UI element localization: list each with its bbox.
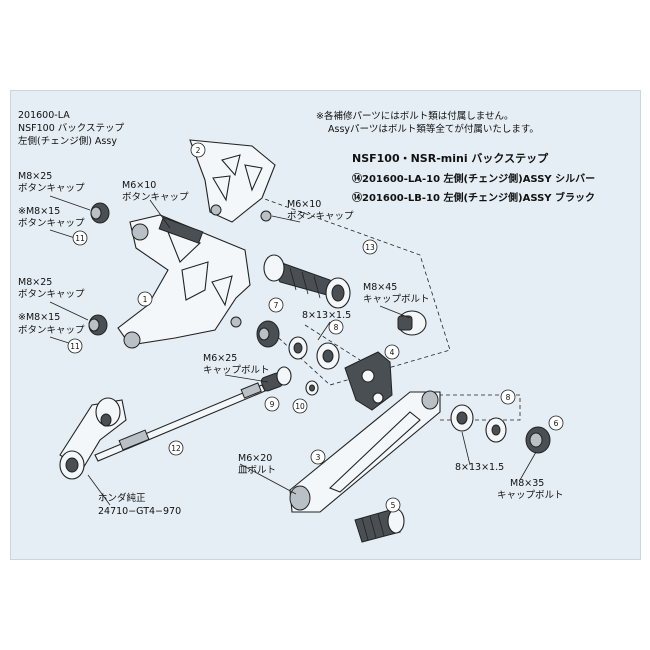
- label-m6x10-b: M6×10: [287, 199, 321, 210]
- label-m8x15-bot: ※M8×15: [18, 312, 60, 323]
- button-cap-bolt-top: [90, 202, 110, 224]
- shift-pedal-part: [289, 390, 441, 513]
- assembly-dash-pivot: [304, 324, 361, 361]
- label-m6x10-a: M6×10: [122, 180, 156, 191]
- label-m8x15-bot-type: ボタンキャップ: [18, 325, 85, 336]
- label-m8x25-top-type: ボタンキャップ: [18, 183, 85, 194]
- callout-5: 5: [391, 501, 396, 510]
- washer-10: [305, 380, 319, 396]
- label-m8x15-top-type: ボタンキャップ: [18, 218, 85, 229]
- callout-8-upper: 8: [334, 323, 339, 332]
- variant-text: 201600-LB-10 左側(チェンジ側)ASSY ブラック: [362, 191, 595, 204]
- callout-2: 2: [196, 146, 201, 155]
- variant-marker: ⑭: [352, 172, 362, 185]
- cap-bolt-m8x35: [525, 426, 551, 454]
- label-m8x25-top: M8×25: [18, 171, 52, 182]
- label-m8x25-bot-type: ボタンキャップ: [18, 289, 85, 300]
- pivot-collar-part: [263, 254, 351, 309]
- washer-8-upper: [288, 336, 340, 370]
- model-name: NSF100 バックステップ: [18, 123, 124, 134]
- label-m6x25: M6×25: [203, 353, 237, 364]
- label-m8x15-top: ※M8×15: [18, 206, 60, 217]
- shift-peg-rubber: [354, 508, 405, 543]
- callout-10: 10: [295, 402, 305, 411]
- callouts: 1 2 3 4 5 6 7 8 8 9 10 11 11 12 13: [67, 142, 564, 513]
- main-bracket-part: [117, 214, 251, 349]
- side-assy: 左側(チェンジ側) Assy: [18, 135, 117, 147]
- label-m6x10-b-type: ボタンキャップ: [287, 211, 354, 222]
- product-title: NSF100・NSR-mini バックステップ: [352, 151, 549, 165]
- label-m6x10-a-type: ボタンキャップ: [122, 192, 189, 203]
- shift-arm-part: [344, 351, 393, 411]
- label-washer-a: 8×13×1.5: [302, 310, 351, 321]
- callout-8-lower: 8: [506, 393, 511, 402]
- variant-black: ⑭201600-LB-10 左側(チェンジ側)ASSY ブラック: [352, 191, 595, 204]
- label-m6x25-type: キャップボルト: [203, 365, 270, 376]
- cap-bolt-m6x25: [260, 366, 292, 392]
- label-m8x45: M8×45: [363, 282, 397, 293]
- shift-rod-part: [94, 382, 266, 462]
- callout-11-bottom: 11: [70, 342, 80, 351]
- callout-3: 3: [316, 453, 321, 462]
- callout-6: 6: [554, 419, 559, 428]
- callout-1: 1: [143, 295, 148, 304]
- callout-11-top: 11: [75, 234, 85, 243]
- label-m8x25-bot: M8×25: [18, 277, 52, 288]
- assembly-dash-footpeg: [425, 394, 521, 421]
- label-m6x20: M6×20: [238, 453, 272, 464]
- callout-7: 7: [274, 301, 279, 310]
- part-number: 201600-LA: [18, 110, 70, 121]
- label-m8x45-type: キャップボルト: [363, 294, 430, 305]
- washer-8-lower: [450, 404, 507, 443]
- label-honda-part: 24710−GT4−970: [98, 506, 181, 517]
- label-honda: ホンダ純正: [98, 492, 146, 504]
- label-m6x20-type: 皿ボルト: [238, 465, 276, 476]
- variant-silver: ⑭201600-LA-10 左側(チェンジ側)ASSY シルバー: [352, 172, 595, 185]
- label-m8x35: M8×35: [510, 478, 544, 489]
- assembly-dash-box: [231, 197, 451, 386]
- label-m8x35-type: キャップボルト: [497, 490, 564, 501]
- callout-4: 4: [390, 348, 395, 357]
- callout-12: 12: [171, 444, 181, 453]
- cap-bolt-m8x45: [397, 310, 427, 336]
- note-line-1: ※各補修パーツにはボルト類は付属しません。: [316, 110, 514, 122]
- heel-guard-part: [189, 139, 276, 223]
- note-line-2: Assyパーツはボルト類等全てが付属いたします。: [328, 123, 539, 135]
- spacer-7: [256, 320, 280, 348]
- callout-9: 9: [270, 400, 275, 409]
- label-washer-b: 8×13×1.5: [455, 462, 504, 473]
- button-cap-bolt-bottom: [88, 314, 108, 336]
- callout-13: 13: [365, 243, 375, 252]
- variant-text: 201600-LA-10 左側(チェンジ側)ASSY シルバー: [362, 172, 595, 185]
- variant-marker: ⑭: [352, 191, 362, 204]
- honda-rod-end: [59, 397, 127, 480]
